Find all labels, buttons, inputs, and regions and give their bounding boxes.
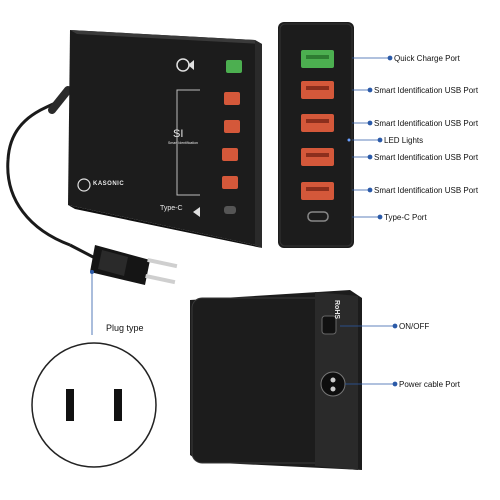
- ac-plug: [69, 243, 178, 285]
- rohs-mark: RoHS: [333, 300, 340, 320]
- front-type-c-port: [224, 206, 236, 214]
- port-callout-lines: [352, 55, 393, 220]
- plug-type-label: Plug type: [106, 323, 144, 333]
- callout-power-cable: Power cable Port: [399, 380, 460, 389]
- arrow-icon: [188, 60, 194, 70]
- callout-type-c: Type-C Port: [384, 213, 427, 222]
- front-usb-port: [222, 148, 238, 161]
- callout-smart-usb: Smart Identification USB Port: [374, 153, 479, 162]
- callout-led-lights: LED Lights: [384, 136, 424, 145]
- callout-smart-usb: Smart Identification USB Port: [374, 86, 479, 95]
- port-panel: [278, 22, 354, 248]
- front-usb-port: [224, 92, 240, 105]
- plug-type-circle: [31, 342, 157, 468]
- power-inlet: [320, 371, 346, 397]
- arrow-icon: [193, 207, 200, 217]
- back-charger: [190, 290, 362, 470]
- callout-quick-charge: Quick Charge Port: [394, 54, 460, 63]
- brand-label: KASONIC: [93, 181, 125, 187]
- brand-logo-icon: [77, 178, 91, 192]
- cord-strain-relief: [48, 86, 72, 114]
- plug-slot: [114, 389, 122, 421]
- front-usb-port: [222, 176, 238, 189]
- callout-on-off: ON/OFF: [399, 322, 430, 331]
- front-usb-port: [224, 120, 240, 133]
- power-cord: [6, 98, 71, 247]
- led-light: [347, 138, 351, 142]
- si-sublabel: Smart Identification: [168, 141, 198, 145]
- plug-slot: [66, 389, 74, 421]
- callout-smart-usb: Smart Identification USB Port: [374, 186, 479, 195]
- type-c-port: [307, 211, 329, 222]
- front-charger: [68, 30, 262, 248]
- power-switch: [321, 315, 337, 335]
- back-callout-lines: [340, 323, 398, 387]
- front-quick-charge-port: [226, 60, 242, 73]
- callout-smart-usb: Smart Identification USB Port: [374, 119, 479, 128]
- si-label: SI: [173, 128, 184, 140]
- type-c-label: Type-C: [160, 205, 183, 212]
